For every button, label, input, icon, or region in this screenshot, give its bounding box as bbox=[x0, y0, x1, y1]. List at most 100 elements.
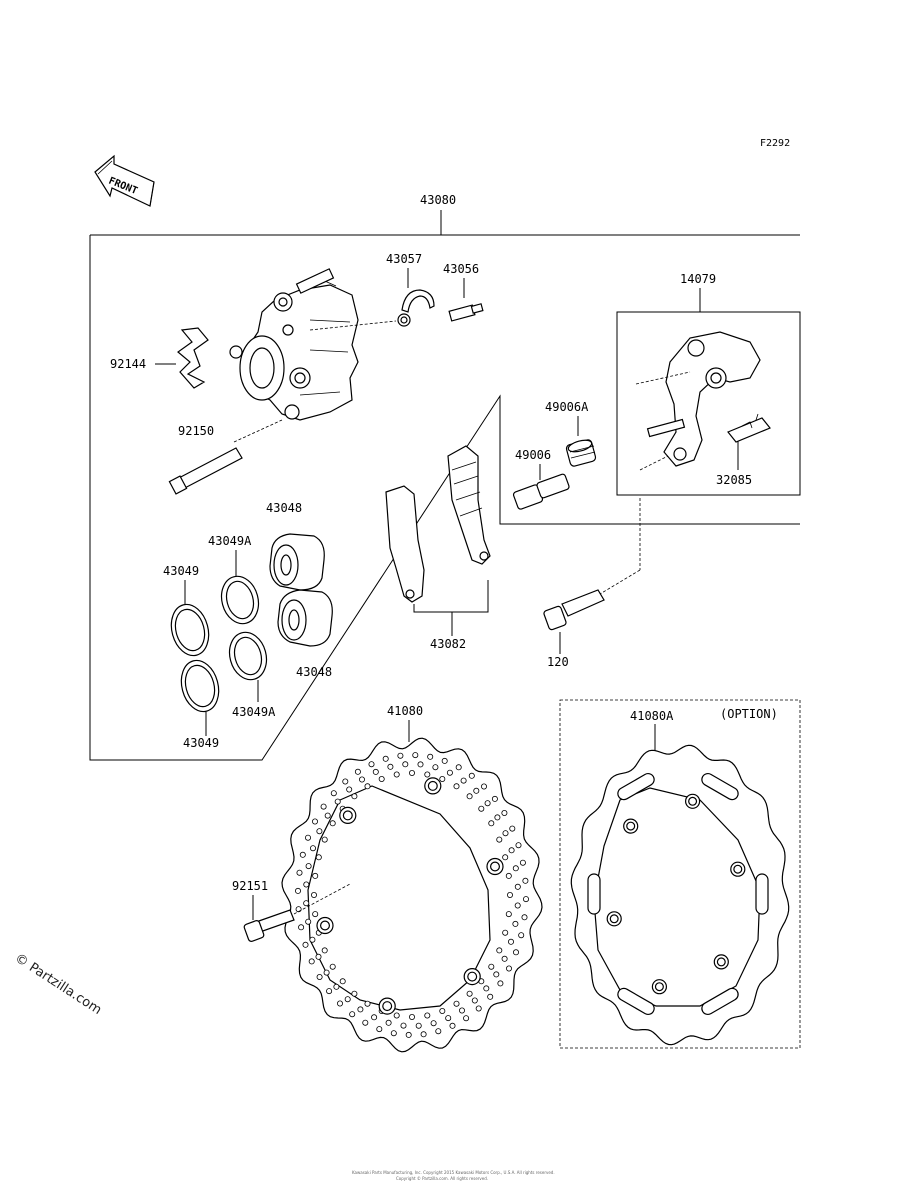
front-arrow-icon: FRONT bbox=[94, 154, 155, 207]
piston-43048-upper bbox=[269, 533, 325, 591]
disc-vent-hole bbox=[303, 881, 310, 888]
label-120: 120 bbox=[547, 655, 569, 669]
disc-vent-hole bbox=[488, 963, 495, 970]
disc-slot bbox=[701, 772, 739, 801]
disc-vent-hole bbox=[463, 1015, 470, 1022]
disc-vent-hole bbox=[439, 1008, 446, 1015]
disc-bolt-hole bbox=[688, 796, 698, 806]
disc-bolt-hole bbox=[382, 1001, 393, 1012]
disc-vent-hole bbox=[494, 814, 501, 821]
disc-vent-hole bbox=[415, 1022, 422, 1029]
disc-vent-hole bbox=[496, 836, 503, 843]
disc-vent-hole bbox=[308, 958, 315, 965]
label-14079: 14079 bbox=[680, 272, 716, 286]
disc-vent-hole bbox=[390, 1030, 397, 1037]
disc-vent-hole bbox=[387, 763, 394, 770]
disc-vent-hole bbox=[424, 1012, 431, 1019]
disc-vent-hole bbox=[326, 988, 333, 995]
disc-vent-hole bbox=[354, 768, 361, 775]
disc-slot bbox=[617, 987, 655, 1016]
disc-bolt-hole bbox=[490, 861, 501, 872]
disc-vent-hole bbox=[346, 786, 353, 793]
disc-vent-hole bbox=[294, 887, 301, 894]
caliper-body bbox=[229, 268, 359, 421]
disc-vent-hole bbox=[351, 990, 358, 997]
disc-vent-hole bbox=[329, 820, 336, 827]
disc-vent-hole bbox=[344, 996, 351, 1003]
disc-vent-hole bbox=[329, 963, 336, 970]
bleeder-cap-43057 bbox=[397, 268, 435, 327]
piston-43048-lower bbox=[277, 589, 333, 647]
disc-bolt-hole bbox=[626, 821, 636, 831]
disc-vent-hole bbox=[362, 1019, 369, 1026]
disc-vent-hole bbox=[460, 777, 467, 784]
disc-vent-hole bbox=[475, 1005, 482, 1012]
option-box bbox=[559, 699, 801, 1049]
seal-43049-lower bbox=[180, 659, 220, 713]
watermark: © Partzilla.com bbox=[12, 951, 104, 1018]
disc-vent-hole bbox=[484, 800, 491, 807]
disc-vent-hole bbox=[514, 883, 521, 890]
disc-vent-hole bbox=[309, 845, 316, 852]
bolt-120 bbox=[543, 498, 641, 654]
disc-vent-hole bbox=[342, 778, 349, 785]
disc-vent-hole bbox=[455, 764, 462, 771]
label-49006: 49006 bbox=[515, 448, 551, 462]
disc-vent-hole bbox=[305, 863, 312, 870]
disc-vent-hole bbox=[412, 752, 419, 759]
bracket-43082 bbox=[413, 580, 489, 613]
disc-vent-hole bbox=[321, 947, 328, 954]
disc-vent-hole bbox=[496, 947, 503, 954]
label-92151: 92151 bbox=[232, 879, 268, 893]
disc-vent-hole bbox=[424, 771, 431, 778]
bleeder-valve-43056 bbox=[448, 278, 484, 322]
label-43080: 43080 bbox=[420, 193, 456, 207]
disc-vent-hole bbox=[321, 836, 328, 843]
assembly-43080-outline bbox=[89, 210, 800, 761]
disc-vent-hole bbox=[339, 978, 346, 985]
disc-vent-hole bbox=[351, 793, 358, 800]
disc-vent-hole bbox=[445, 1015, 452, 1022]
disc-bolt-hole bbox=[427, 780, 438, 791]
disc-vent-hole bbox=[420, 1031, 427, 1038]
disc-vent-hole bbox=[478, 805, 485, 812]
label-32085: 32085 bbox=[716, 473, 752, 487]
seal-43049-upper bbox=[170, 603, 210, 657]
boot-49006A bbox=[565, 416, 597, 467]
disc-bolt-hole bbox=[716, 957, 726, 967]
disc-vent-hole bbox=[385, 1019, 392, 1026]
disc-slot bbox=[587, 873, 601, 915]
disc-slot bbox=[701, 987, 739, 1016]
disc-vent-hole bbox=[435, 1028, 442, 1035]
disc-vent-hole bbox=[471, 997, 478, 1004]
disc-vent-hole bbox=[501, 955, 508, 962]
disc-vent-hole bbox=[430, 1020, 437, 1027]
disc-vent-hole bbox=[501, 810, 508, 817]
disc-vent-hole bbox=[508, 847, 515, 854]
label-43048-top: 43048 bbox=[266, 501, 302, 515]
disc-vent-hole bbox=[312, 911, 319, 918]
footer-line-1: Kawasaki Parts Manufacturing, Inc. Copyr… bbox=[352, 1170, 555, 1175]
disc-vent-hole bbox=[304, 834, 311, 841]
disc-vent-hole bbox=[417, 761, 424, 768]
figure-id: F2292 bbox=[760, 138, 790, 149]
brake-pad-left bbox=[385, 485, 425, 603]
disc-vent-hole bbox=[466, 793, 473, 800]
disc-vent-hole bbox=[502, 854, 509, 861]
disc-vent-hole bbox=[521, 914, 528, 921]
disc-vent-hole bbox=[512, 865, 519, 872]
disc-vent-hole bbox=[523, 896, 530, 903]
disc-bolt-hole bbox=[654, 982, 664, 992]
seal-43049A-upper bbox=[220, 575, 260, 625]
disc-bolt-92151 bbox=[243, 883, 351, 942]
label-43056: 43056 bbox=[443, 262, 479, 276]
disc-vent-hole bbox=[473, 787, 480, 794]
sleeve-49006 bbox=[512, 464, 570, 510]
disc-vent-hole bbox=[302, 941, 309, 948]
disc-vent-hole bbox=[491, 795, 498, 802]
disc-vent-hole bbox=[382, 755, 389, 762]
bracket-box-14079 bbox=[616, 288, 801, 496]
disc-vent-hole bbox=[514, 902, 521, 909]
disc-vent-hole bbox=[295, 906, 302, 913]
